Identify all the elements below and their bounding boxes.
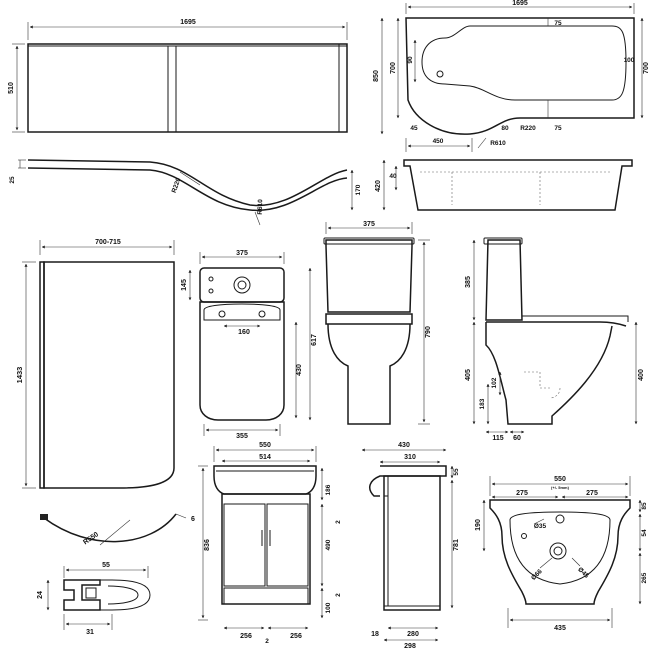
bath-depth-small-label: 700	[643, 62, 650, 74]
vanity-door-height-label: 490	[325, 539, 332, 550]
shower-screen-front-view: 700-715 1433 R550 6	[15, 239, 195, 546]
toilet-outlet-offset-label: 115	[492, 435, 503, 442]
toilet-pan-height-label: 405	[465, 369, 472, 381]
vanity-side-rim-label: 55	[453, 468, 460, 476]
bath-panel-front-view: 1695 510	[8, 19, 348, 133]
bath-depth-end-label: 700	[390, 62, 397, 74]
bath-depth-mid-label: 90	[407, 56, 414, 64]
basin-overflow-label: Ø45	[576, 566, 590, 580]
toilet-cistern-height-label: 385	[465, 276, 472, 288]
bath-end-width-label: 100	[624, 57, 635, 64]
bath-radius-small-label: 80	[501, 125, 509, 132]
vanity-overall-width-label: 550	[259, 442, 271, 449]
bath-side-view: 420 40	[375, 159, 633, 211]
bath-side-height-label: 420	[375, 180, 382, 192]
screen-width-label: 700-715	[95, 239, 121, 246]
basin-back-depth-label: 190	[475, 519, 482, 531]
profile-bottom-width-label: 31	[86, 629, 94, 636]
vanity-door-width-right-label: 256	[290, 633, 302, 640]
panel-radius-inner-label: R220	[171, 177, 183, 194]
basin-tolerance-label: (+/- 5mm)	[551, 485, 570, 490]
vanity-side-overall-height-label: 781	[453, 539, 460, 551]
bath-depth-max-label: 850	[373, 70, 380, 82]
toilet-front-width-label: 375	[363, 221, 375, 228]
bath-front-width-label: 450	[433, 138, 444, 145]
bath-radius-large-label: R610	[490, 140, 506, 147]
bath-bottom-offset-label: 75	[554, 125, 562, 132]
bath-side-rim-label: 40	[389, 173, 397, 180]
vanity-side-overall-depth-label: 430	[398, 442, 410, 449]
basin-overall-width-label: 550	[554, 476, 566, 483]
bath-panel-plan-view: 25 170 R220 R610	[9, 159, 362, 226]
basin-base-width-label: 435	[554, 625, 566, 632]
profile-top-width-label: 55	[102, 562, 110, 569]
screen-profile-view: 55 24 31	[37, 562, 151, 636]
toilet-outlet-centre-label: 183	[479, 398, 486, 409]
screen-thickness-label: 6	[191, 516, 195, 523]
basin-half-width-left-label: 275	[516, 490, 528, 497]
vanity-unit-front-view: 550 514 836 186 2 490 2 100 256 256 2	[198, 442, 342, 645]
vanity-side-total-depth-label: 298	[404, 643, 416, 650]
bath-panel-height-label: 510	[8, 82, 15, 94]
toilet-fixing-centres-label: 160	[238, 329, 250, 336]
screen-height-label: 1433	[15, 367, 24, 384]
vanity-side-cabinet-depth-label: 310	[404, 454, 416, 461]
toilet-base-width-label: 355	[236, 433, 248, 440]
toilet-front-view: 375 790	[323, 221, 432, 425]
bath-panel-width-label: 1695	[180, 19, 196, 26]
basin-plan-view: 550 (+/- 5mm) 275 275 85 Ø35 Ø66 Ø45 190…	[475, 476, 648, 632]
toilet-outlet-width-label: 60	[513, 435, 521, 442]
bath-top-offset-label: 75	[554, 20, 562, 27]
vanity-basin-height-label: 186	[325, 484, 332, 495]
vanity-gap-top-label: 2	[335, 520, 342, 524]
vanity-overall-height-label: 836	[204, 539, 211, 551]
vanity-door-gap-label: 2	[265, 638, 269, 645]
toilet-outlet-height-label: 102	[491, 377, 498, 388]
screen-radius-label: R550	[82, 531, 100, 546]
vanity-side-base-depth-label: 280	[407, 631, 419, 638]
vanity-door-width-left-label: 256	[240, 633, 252, 640]
toilet-seat-height-label: 400	[638, 369, 645, 381]
bath-plan-view: 1695 850 700 90 700 100 75 75 45 80 R220…	[373, 0, 650, 152]
bath-corner-offset-label: 45	[410, 125, 418, 132]
basin-half-width-right-label: 275	[586, 490, 598, 497]
profile-height-label: 24	[37, 591, 44, 599]
vanity-unit-side-view: 430 310 55 781 18 280 298	[361, 442, 460, 650]
vanity-gap-bottom-label: 2	[335, 593, 342, 597]
panel-return-depth-label: 170	[355, 184, 362, 195]
bath-radius-mid-label: R220	[520, 125, 536, 132]
toilet-side-view: 385 405 102 183 400 115 60	[465, 237, 645, 442]
vanity-side-back-gap-label: 18	[371, 631, 379, 638]
panel-radius-outer-label: R610	[257, 199, 265, 215]
panel-depth-label: 25	[9, 176, 16, 184]
basin-rim-label: 85	[641, 502, 648, 510]
vanity-plinth-height-label: 100	[325, 602, 332, 613]
basin-tap-hole-label: Ø35	[534, 523, 547, 530]
toilet-pan-depth-label: 430	[296, 364, 303, 376]
toilet-overall-depth-label: 617	[311, 334, 318, 346]
basin-front-depth-label: 265	[641, 572, 648, 583]
basin-tap-offset-label: 54	[641, 529, 648, 537]
vanity-cabinet-width-label: 514	[259, 454, 271, 461]
bath-width-label: 1695	[512, 0, 528, 7]
toilet-plan-width-label: 375	[236, 250, 248, 257]
toilet-cistern-depth-label: 145	[181, 279, 188, 291]
toilet-front-height-label: 790	[425, 326, 432, 338]
toilet-plan-view: 375 145 160 430 617 355	[181, 250, 318, 440]
